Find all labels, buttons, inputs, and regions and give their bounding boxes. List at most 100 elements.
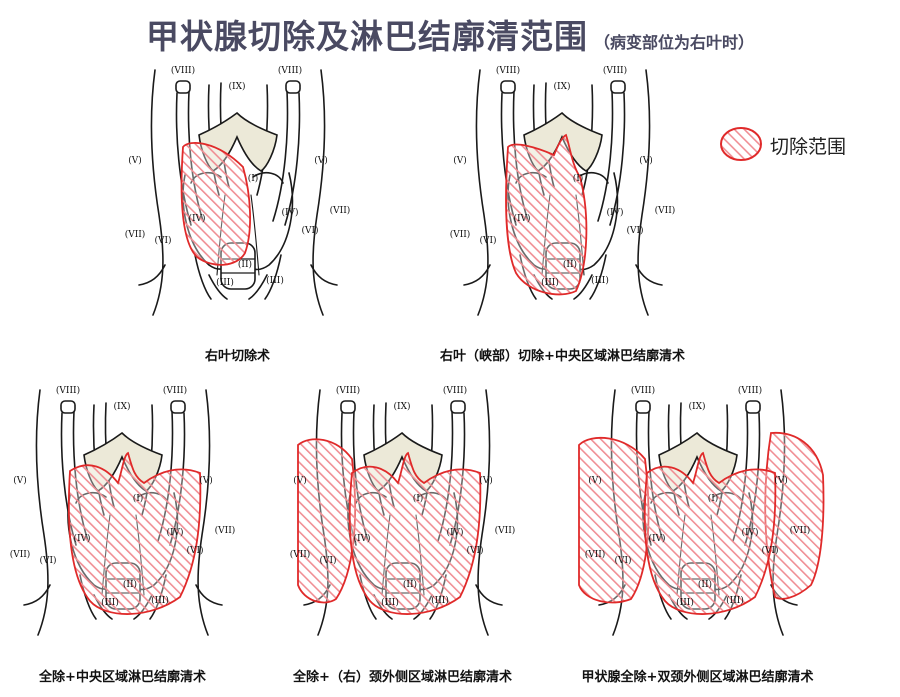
region-label-v-l: (V)	[199, 475, 213, 486]
region-label-iv-r: (IV)	[188, 213, 205, 224]
region-label-v-l: (V)	[774, 475, 788, 486]
region-label-vii-l: (VII)	[215, 525, 236, 536]
region-label-iv-r: (IV)	[353, 533, 370, 544]
region-label-viii-r: (VIII)	[171, 65, 195, 76]
region-label-iii-l: (III)	[431, 595, 449, 606]
panel-caption: 全除+（右）颈外侧区域淋巴结廓清术	[293, 670, 512, 685]
region-label-ii: (II)	[563, 259, 577, 270]
region-label-iv-l: (IV)	[166, 527, 183, 538]
region-label-viii-l: (VIII)	[163, 385, 187, 396]
region-label-v-r: (V)	[13, 475, 27, 486]
panel-caption: 甲状腺全除+双颈外侧区域淋巴结廓清术	[581, 670, 814, 685]
region-label-vi-l: (VI)	[301, 225, 318, 236]
region-label-vi-r: (VI)	[614, 555, 631, 566]
region-label-viii-l: (VIII)	[738, 385, 762, 396]
region-label-iv-l: (IV)	[446, 527, 463, 538]
region-label-iii-r: (III)	[101, 597, 119, 608]
resection-area	[180, 141, 251, 266]
region-label-i: (I)	[708, 493, 719, 504]
region-label-iii-l: (III)	[726, 595, 744, 606]
region-label-viii-r: (VIII)	[631, 385, 655, 396]
region-label-v-r: (V)	[293, 475, 307, 486]
region-label-viii-r: (VIII)	[496, 65, 520, 76]
region-label-iv-r: (IV)	[73, 533, 90, 544]
panel-total-right-lateral: (VIII) (VIII) (IX) (V) (V) (VII) (VII) (VI) (VI)…	[290, 375, 516, 685]
region-label-ii: (II)	[403, 579, 417, 590]
region-label-v-r: (V)	[588, 475, 602, 486]
region-label-v-l: (V)	[479, 475, 493, 486]
region-label-viii-r: (VIII)	[336, 385, 360, 396]
region-label-vii-r: (VII)	[10, 549, 31, 560]
region-label-viii-l: (VIII)	[443, 385, 467, 396]
panel-total-central: (VIII) (VIII) (IX) (V) (V) (VII) (VII) (VI) (VI)…	[10, 375, 236, 685]
region-label-iii-l: (III)	[591, 275, 609, 286]
region-label-i: (I)	[133, 493, 144, 504]
region-label-vii-l: (VII)	[495, 525, 516, 536]
region-label-vii-l: (VII)	[790, 525, 811, 536]
region-label-iii-r: (III)	[541, 277, 559, 288]
region-label-i: (I)	[413, 493, 424, 504]
region-label-i: (I)	[248, 173, 259, 184]
region-label-v-r: (V)	[453, 155, 467, 166]
region-label-vii-r: (VII)	[450, 229, 471, 240]
region-label-iv-l: (IV)	[281, 207, 298, 218]
panel-total-bilateral-lateral: (VIII) (VIII) (IX) (V) (V) (VII) (VII) (VI) (VI)…	[578, 375, 825, 685]
panel-caption: 全除+中央区域淋巴结廓清术	[39, 670, 206, 685]
resection-area	[297, 438, 482, 615]
region-label-v-l: (V)	[639, 155, 653, 166]
region-label-ii: (II)	[123, 579, 137, 590]
resection-area	[67, 451, 202, 615]
region-label-ix: (IX)	[689, 401, 706, 412]
region-label-ii: (II)	[698, 579, 712, 590]
region-label-viii-l: (VIII)	[603, 65, 627, 76]
region-label-vii-r: (VII)	[290, 549, 311, 560]
legend-label: 切除范围	[770, 136, 847, 158]
region-label-viii-l: (VIII)	[278, 65, 302, 76]
region-label-iv-r: (IV)	[513, 213, 530, 224]
neck-anatomy-5: (VIII) (VIII) (IX) (V) (V) (VII) (VII) (VI) (VI)…	[578, 385, 825, 636]
region-label-vii-l: (VII)	[655, 205, 676, 216]
panel-caption: 右叶切除术	[204, 349, 270, 364]
neck-anatomy-4: (VIII) (VIII) (IX) (V) (V) (VII) (VII) (VI) (VI)…	[290, 385, 516, 636]
neck-anatomy-2: (VIII) (VIII) (IX) (V) (V) (VII) (VII) (VI) (VI)…	[450, 65, 676, 316]
region-label-vi-r: (VI)	[154, 235, 171, 246]
region-label-ix: (IX)	[114, 401, 131, 412]
legend-swatch	[720, 127, 762, 161]
region-label-v-l: (V)	[314, 155, 328, 166]
region-label-ix: (IX)	[394, 401, 411, 412]
region-label-vi-l: (VI)	[186, 545, 203, 556]
region-label-iii-r: (III)	[676, 597, 694, 608]
region-label-iii-r: (III)	[381, 597, 399, 608]
region-label-vi-l: (VI)	[466, 545, 483, 556]
region-label-ix: (IX)	[554, 81, 571, 92]
region-label-i: (I)	[573, 173, 584, 184]
region-label-vii-r: (VII)	[125, 229, 146, 240]
region-label-iii-l: (III)	[266, 275, 284, 286]
region-label-iii-l: (III)	[151, 595, 169, 606]
region-label-iv-l: (IV)	[741, 527, 758, 538]
panel-caption: 右叶（峡部）切除+中央区域淋巴结廓清术	[440, 349, 685, 364]
region-label-v-r: (V)	[128, 155, 142, 166]
region-label-vi-l: (VI)	[761, 545, 778, 556]
region-label-vi-r: (VI)	[479, 235, 496, 246]
resection-area	[578, 432, 825, 615]
resection-area	[505, 133, 588, 296]
region-label-vi-l: (VI)	[626, 225, 643, 236]
region-label-iv-l: (IV)	[606, 207, 623, 218]
panel-right-lobectomy-central: (VIII) (VIII) (IX) (V) (V) (VII) (VII) (VI) (VI)…	[440, 55, 685, 365]
title-subtitle: （病变部位为右叶时）	[593, 33, 754, 52]
title-main: 甲状腺切除及淋巴结廓清范围	[145, 17, 588, 56]
region-label-iv-r: (IV)	[648, 533, 665, 544]
region-label-viii-r: (VIII)	[56, 385, 80, 396]
region-label-ii: (II)	[238, 259, 252, 270]
region-label-ix: (IX)	[229, 81, 246, 92]
panel-right-lobectomy: (VIII) (VIII) (IX) (V) (V) (VII) (VII) (VI) (VI)…	[125, 55, 351, 365]
region-label-vi-r: (VI)	[319, 555, 336, 566]
neck-anatomy-3: (VIII) (VIII) (IX) (V) (V) (VII) (VII) (VI) (VI)…	[10, 385, 236, 636]
neck-anatomy-1: (VIII) (VIII) (IX) (V) (V) (VII) (VII) (VI) (VI)…	[125, 65, 351, 316]
diagram-title: 甲状腺切除及淋巴结廓清范围 （病变部位为右叶时）	[0, 10, 900, 58]
region-label-vii-r: (VII)	[585, 549, 606, 560]
region-label-vi-r: (VI)	[39, 555, 56, 566]
region-label-vii-l: (VII)	[330, 205, 351, 216]
region-label-iii-r: (III)	[216, 277, 234, 288]
